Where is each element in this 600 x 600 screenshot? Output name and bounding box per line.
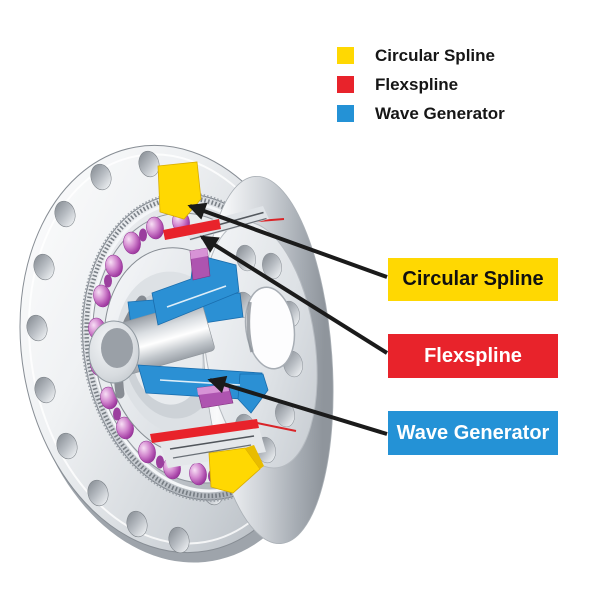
bolt-holes bbox=[26, 150, 224, 554]
flexspline-swatch-icon bbox=[337, 76, 354, 93]
callout-label: Circular Spline bbox=[402, 268, 544, 290]
arrow-circular-spline bbox=[187, 202, 388, 279]
arrow-flexspline bbox=[199, 235, 389, 355]
bearing-ball bbox=[93, 284, 111, 308]
bolt-hole bbox=[54, 200, 76, 228]
bearing-ball bbox=[146, 216, 164, 240]
flexspline-strip-bottom bbox=[150, 419, 259, 443]
wave-generator-swatch-icon bbox=[337, 105, 354, 122]
bearing-ball bbox=[116, 416, 134, 440]
legend: Circular Spline Flexspline Wave Generato… bbox=[337, 47, 505, 134]
bolt-hole bbox=[34, 376, 56, 404]
callout-label: Wave Generator bbox=[396, 421, 550, 444]
legend-item-circular-spline: Circular Spline bbox=[337, 47, 505, 64]
circular-spline-swatch-icon bbox=[337, 47, 354, 64]
bolt-hole bbox=[126, 510, 148, 538]
legend-label: Flexspline bbox=[375, 75, 459, 94]
flexspline-strip-top bbox=[163, 219, 221, 240]
drum-bolt-hole bbox=[262, 252, 282, 280]
callout-circular-spline: Circular Spline bbox=[388, 258, 558, 301]
wave-generator-upper-plate bbox=[151, 253, 240, 326]
callout-wave-generator: Wave Generator bbox=[388, 411, 558, 455]
bolt-hole bbox=[90, 163, 112, 191]
bolt-hole bbox=[56, 432, 78, 460]
callout-label: Flexspline bbox=[424, 344, 522, 367]
bearing-ball bbox=[105, 254, 123, 278]
legend-item-wave-generator: Wave Generator bbox=[337, 105, 505, 122]
bolt-hole bbox=[87, 479, 109, 507]
bolt-hole bbox=[168, 526, 190, 554]
input-shaft bbox=[88, 300, 215, 384]
bearing-ball bbox=[138, 440, 156, 464]
callout-flexspline: Flexspline bbox=[388, 334, 558, 378]
legend-label: Circular Spline bbox=[375, 46, 495, 65]
bolt-hole bbox=[138, 150, 160, 178]
flexspline-strips bbox=[150, 219, 259, 443]
drum-bore bbox=[244, 286, 296, 370]
bolt-hole bbox=[26, 314, 48, 342]
legend-item-flexspline: Flexspline bbox=[337, 76, 505, 93]
bolt-hole bbox=[33, 253, 55, 281]
circular-spline-wedge-bottom bbox=[208, 447, 261, 494]
legend-label: Wave Generator bbox=[375, 104, 505, 123]
bearing-ball bbox=[123, 231, 141, 255]
arrow-wave-generator bbox=[207, 375, 388, 436]
callout-arrows bbox=[187, 202, 389, 436]
